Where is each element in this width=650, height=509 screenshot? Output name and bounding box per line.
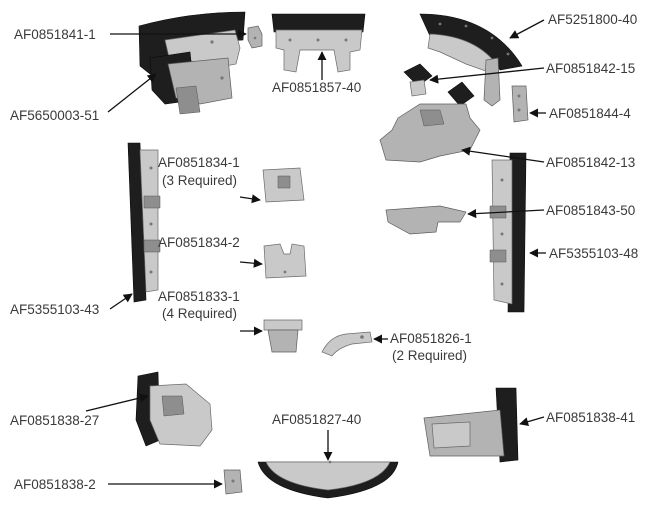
part-af5251800-40[interactable] xyxy=(419,13,523,75)
leader-arrows xyxy=(85,19,546,489)
label-af0851842-13: AF0851842-13 xyxy=(546,155,635,170)
label-af0851833-1-qty: (4 Required) xyxy=(162,306,237,321)
part-af0851844-4[interactable] xyxy=(511,85,529,123)
part-af5355103-48[interactable] xyxy=(489,152,527,313)
part-af0851842-13[interactable] xyxy=(379,103,481,163)
arrow-af0851838-41 xyxy=(519,416,545,427)
part-af0851857-40[interactable] xyxy=(271,13,366,73)
part-af0851841-1[interactable] xyxy=(247,25,263,49)
arrow-af5650003-51 xyxy=(107,73,157,113)
label-af0851834-2: AF0851834-2 xyxy=(158,235,240,250)
part-af0851838-2[interactable] xyxy=(223,469,243,495)
label-af5355103-48: AF5355103-48 xyxy=(549,246,638,261)
label-af0851857-40: AF0851857-40 xyxy=(272,80,361,95)
label-af5251800-40: AF5251800-40 xyxy=(548,12,637,27)
arrow-af5251800-40 xyxy=(509,19,545,39)
label-af0851838-2: AF0851838-2 xyxy=(14,477,96,492)
label-af0851843-50: AF0851843-50 xyxy=(546,203,635,218)
part-af0851838-27[interactable] xyxy=(135,371,213,447)
arrow-af0851842-15 xyxy=(429,67,545,84)
label-af0851844-4: AF0851844-4 xyxy=(549,106,631,121)
part-af5650003-51[interactable] xyxy=(138,11,246,115)
label-af0851826-1-qty: (2 Required) xyxy=(392,348,467,363)
label-af0851838-27: AF0851838-27 xyxy=(10,413,99,428)
label-af0851827-40: AF0851827-40 xyxy=(272,412,361,427)
part-af0851838-41[interactable] xyxy=(423,387,519,463)
part-af0851834-1[interactable] xyxy=(262,167,305,203)
arrow-af5355103-43 xyxy=(109,293,133,310)
label-af0851826-1: AF0851826-1 xyxy=(390,331,472,346)
part-af0851842-15[interactable] xyxy=(403,57,501,107)
label-af0851834-1-qty: (3 Required) xyxy=(162,173,237,188)
part-af0851834-2[interactable] xyxy=(263,243,307,279)
part-af0851833-1[interactable] xyxy=(263,319,303,353)
label-af5355103-43: AF5355103-43 xyxy=(10,302,99,317)
label-af0851842-15: AF0851842-15 xyxy=(546,61,635,76)
part-labels: AF0851841-1 AF5650003-51 AF0851857-40 AF… xyxy=(10,12,638,492)
arrow-af0851834-1 xyxy=(239,194,261,204)
part-af0851826-1[interactable] xyxy=(321,331,373,357)
arrow-af0851842-13 xyxy=(461,146,545,163)
label-af0851834-1: AF0851834-1 xyxy=(158,155,240,170)
part-af0851843-50[interactable] xyxy=(385,205,467,235)
label-af5650003-51: AF5650003-51 xyxy=(10,108,99,123)
part-af0851827-40[interactable] xyxy=(257,460,399,499)
arrow-af0851834-2 xyxy=(239,258,263,268)
part-af5355103-43[interactable] xyxy=(127,142,161,303)
arrow-af0851838-27 xyxy=(85,393,149,412)
label-af0851838-41: AF0851838-41 xyxy=(546,410,635,425)
label-af0851841-1: AF0851841-1 xyxy=(14,27,96,42)
label-af0851833-1: AF0851833-1 xyxy=(158,289,240,304)
arrow-af0851843-50 xyxy=(467,209,545,219)
